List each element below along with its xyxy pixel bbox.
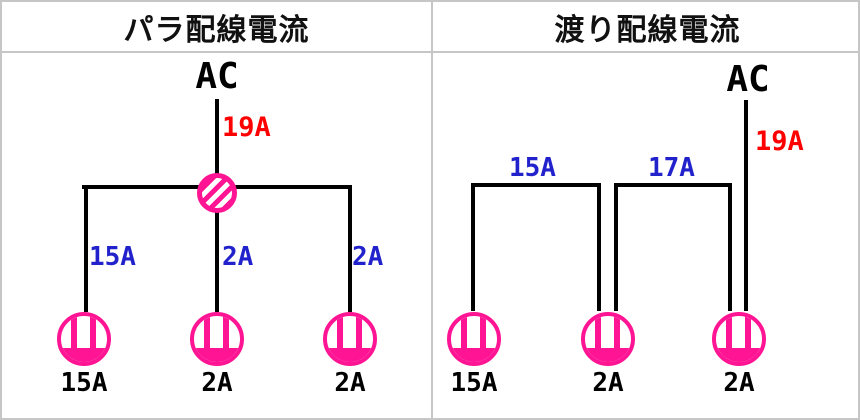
lamp-base-fill — [194, 348, 240, 362]
lamp-filament-bar — [595, 316, 601, 349]
lamp-filament-bar — [726, 316, 732, 349]
link-current-label-2: 17A — [648, 153, 695, 183]
parallel-wiring-diagram: AC 19A 15A 2A 2A 15A 2A 2A — [2, 53, 431, 418]
lamp-filament-bar — [337, 316, 343, 349]
lamp-base-fill — [451, 348, 497, 362]
link-wire-1 — [471, 183, 601, 187]
lamp-rating-label-2: 2A — [201, 368, 233, 398]
ac-source-label: AC — [195, 56, 239, 97]
branch-current-label-2: 2A — [222, 242, 254, 272]
lamp-filament-bar — [90, 316, 96, 349]
lamp-icon — [57, 312, 111, 366]
lamp-icon — [323, 312, 377, 366]
header-divider — [2, 51, 858, 53]
lamp-base-fill — [585, 348, 631, 362]
lamp-rating-label-2: 2A — [592, 368, 624, 398]
lamp-base-fill — [327, 348, 373, 362]
drop-wire-lamp2-in — [597, 183, 601, 311]
lamp-rating-label-3: 2A — [723, 368, 755, 398]
drop-wire-lamp2-out — [614, 183, 618, 311]
column-divider — [431, 2, 433, 418]
feed-wire — [744, 100, 748, 311]
lamp-filament-bar — [461, 316, 467, 349]
lamp-filament-bar — [745, 316, 751, 349]
lamp-base-fill — [61, 348, 107, 362]
lamp-rating-label-1: 15A — [450, 368, 498, 398]
drop-wire-lamp1 — [471, 183, 475, 311]
lamp-icon — [190, 312, 244, 366]
feed-wire — [215, 99, 219, 189]
branch-wire-1 — [84, 185, 88, 312]
link-current-label-1: 15A — [509, 153, 556, 183]
lamp-icon — [447, 312, 501, 366]
lamp-rating-label-3: 2A — [334, 368, 366, 398]
branch-wire-2 — [215, 185, 219, 312]
link-wire-2 — [614, 183, 732, 187]
right-panel-title: 渡り配線電流 — [554, 12, 741, 48]
lamp-rating-label-1: 15A — [60, 368, 108, 398]
daisychain-wiring-diagram: AC 19A 15A 17A 15A 2A 2A — [433, 53, 858, 418]
drop-wire-lamp3-in — [728, 183, 732, 311]
lamp-filament-bar — [480, 316, 486, 349]
branch-current-label-1: 15A — [89, 242, 136, 272]
junction-node-icon — [197, 173, 237, 213]
lamp-icon — [712, 312, 766, 366]
feed-current-label: 19A — [222, 112, 271, 143]
lamp-filament-bar — [356, 316, 362, 349]
lamp-filament-bar — [614, 316, 620, 349]
lamp-icon — [581, 312, 635, 366]
feed-current-label: 19A — [755, 126, 804, 157]
branch-current-label-3: 2A — [352, 242, 384, 272]
lamp-base-fill — [716, 348, 762, 362]
branch-wire-3 — [348, 185, 352, 312]
ac-source-label: AC — [726, 59, 770, 100]
lamp-filament-bar — [204, 316, 210, 349]
lamp-filament-bar — [223, 316, 229, 349]
lamp-filament-bar — [71, 316, 77, 349]
left-panel-title: パラ配線電流 — [123, 12, 310, 48]
